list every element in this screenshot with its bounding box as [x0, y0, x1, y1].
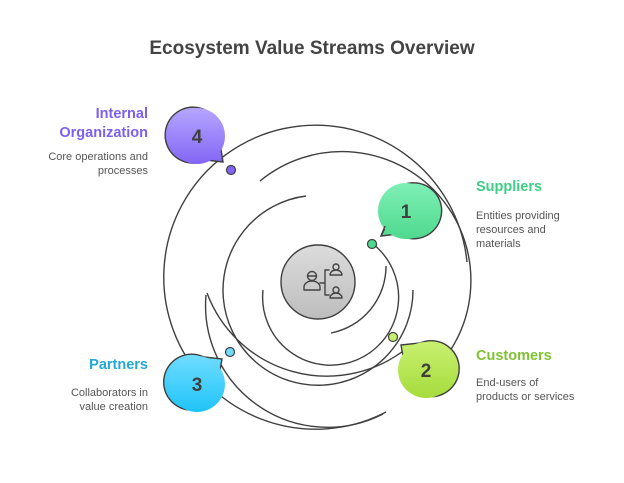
stream-number-1: 1 [401, 202, 412, 223]
stream-number-4: 4 [192, 127, 203, 148]
connector-dot-3 [224, 346, 236, 358]
stream-label-4: Internal Organization [40, 105, 148, 143]
orbit-rings [163, 124, 472, 430]
orbit-ring-2 [259, 150, 472, 381]
stream-desc-2-line-1: End-users of [476, 377, 539, 389]
stream-label-2: Customers [476, 348, 552, 364]
stream-bubble-1[interactable]: 1 [378, 182, 443, 240]
stream-desc-3-line-2: value creation [79, 401, 149, 413]
stream-desc-3: Collaborators in value creation [20, 386, 148, 414]
stream-bubble-4[interactable]: 4 [164, 106, 225, 164]
stream-label-4-line-2: Organization [59, 125, 148, 141]
stream-bubble-3[interactable]: 3 [162, 353, 225, 412]
connector-dot-4 [225, 164, 237, 176]
center-node [280, 244, 356, 320]
org-chart-users-icon [303, 263, 343, 299]
stream-number-2: 2 [421, 361, 432, 382]
stream-desc-1-line-3: materials [476, 238, 521, 250]
stream-label-1: Suppliers [476, 179, 543, 195]
stream-desc-1-line-2: resources and [476, 224, 546, 236]
connector-dot-1 [366, 238, 378, 250]
orbit-ring-4b [330, 265, 387, 334]
orbit-ring-4 [261, 243, 400, 366]
orbit-ring-3 [222, 195, 414, 386]
stream-desc-2-line-2: products or services [476, 391, 575, 403]
diagram-title: Ecosystem Value Streams Overview [149, 38, 475, 59]
stream-desc-4-line-1: Core operations and [48, 151, 148, 163]
stream-desc-2: End-users of products or services [476, 376, 574, 404]
stream-desc-3-line-1: Collaborators in [70, 387, 148, 399]
connector-dot-2 [387, 331, 399, 343]
orbit-ring-outer [163, 124, 468, 430]
stream-label-4-line-1: Internal [95, 106, 148, 122]
stream-label-3: Partners [89, 357, 148, 373]
stream-desc-4: Core operations and processes [20, 150, 148, 178]
stream-bubble-2[interactable]: 2 [398, 339, 460, 398]
orbit-ring-5 [204, 294, 384, 428]
stream-number-3: 3 [192, 375, 203, 396]
stream-desc-1: Entities providing resources and materia… [476, 209, 560, 251]
stream-desc-1-line-1: Entities providing [476, 210, 560, 222]
stream-desc-4-line-2: processes [97, 165, 148, 177]
orbit-ring-2b [206, 292, 408, 377]
